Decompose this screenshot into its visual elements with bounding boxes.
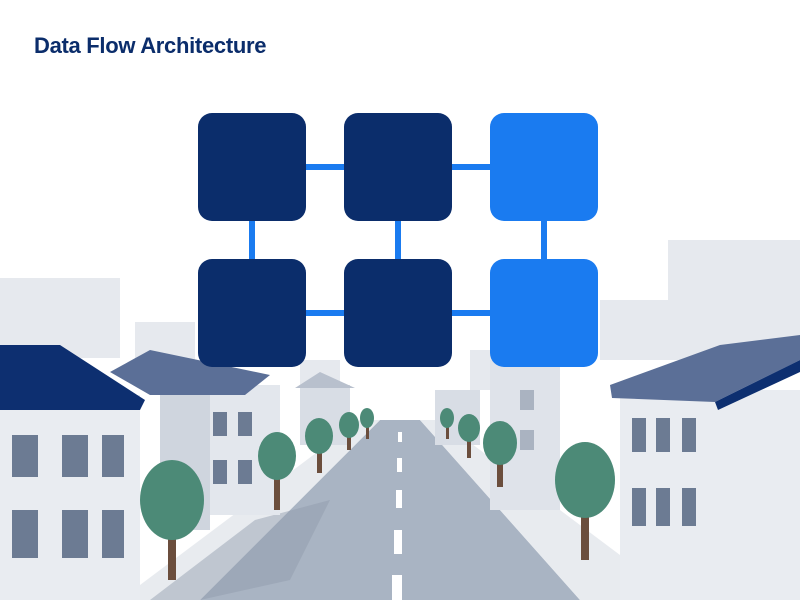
road — [200, 420, 580, 600]
node-0-2 — [490, 113, 598, 221]
right-house-near — [610, 335, 800, 600]
left-house-near — [0, 345, 145, 600]
node-1-0 — [198, 259, 306, 367]
trees — [140, 408, 615, 580]
node-1-1 — [344, 259, 452, 367]
node-0-0 — [198, 113, 306, 221]
lane-markings — [392, 432, 402, 600]
node-0-1 — [344, 113, 452, 221]
page-title: Data Flow Architecture — [34, 33, 267, 58]
road-shadow — [150, 500, 330, 600]
node-1-2 — [490, 259, 598, 367]
